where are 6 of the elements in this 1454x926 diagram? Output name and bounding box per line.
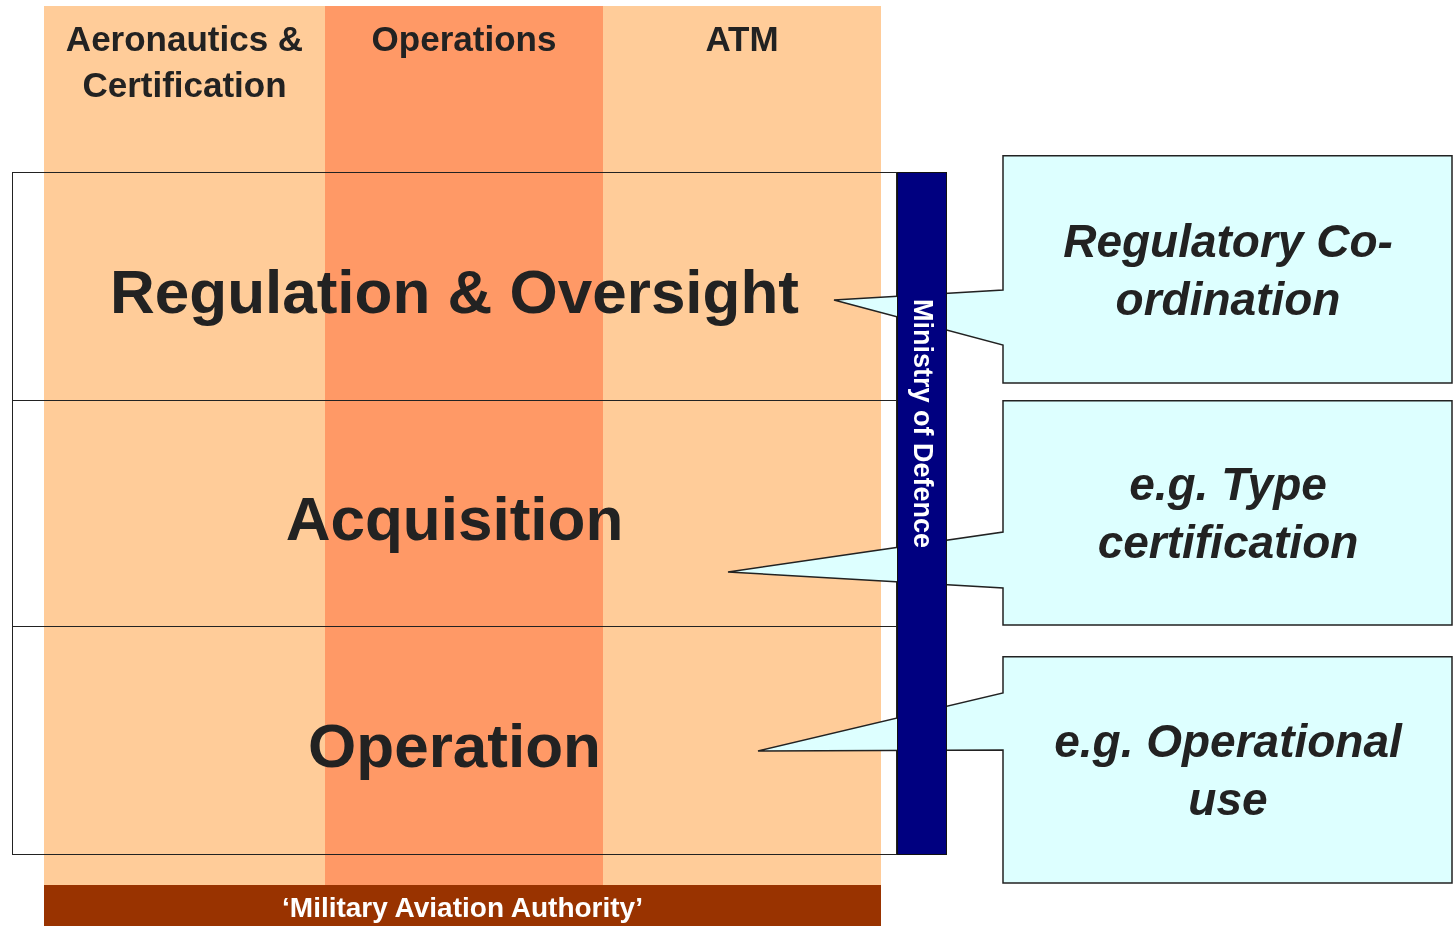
callout-text: e.g. Operational use	[1053, 714, 1404, 827]
bottom-bar: ‘Military Aviation Authority’	[44, 885, 881, 926]
callout-text: Regulatory Co-ordination	[1062, 213, 1394, 327]
callout-text: e.g. Type certification	[1096, 457, 1360, 570]
layer-band: Operation	[12, 626, 897, 855]
vertical-bar: Ministry of Defence	[897, 172, 947, 855]
